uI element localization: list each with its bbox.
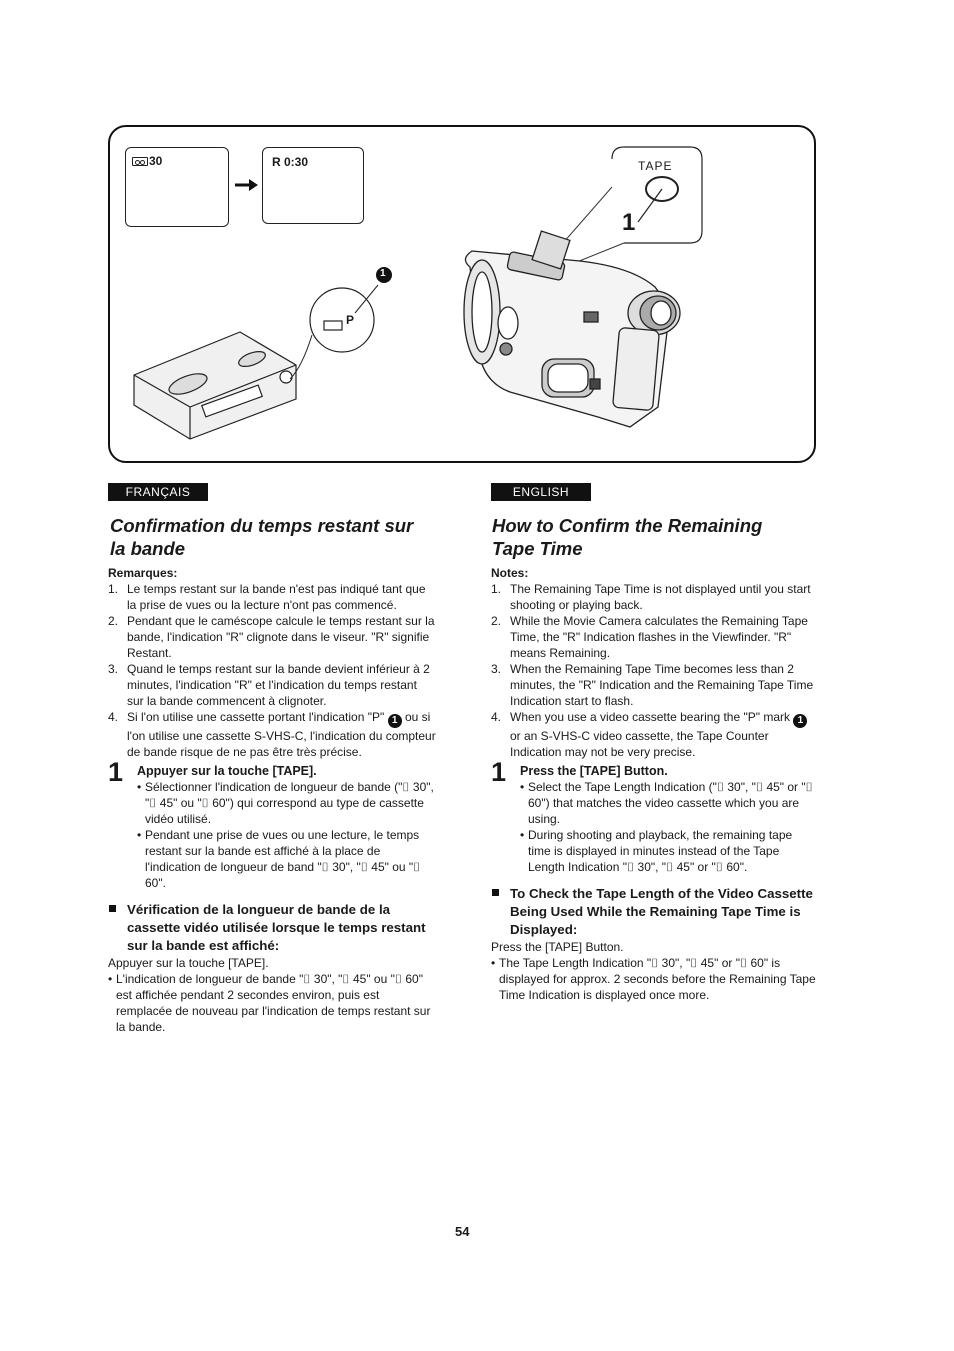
french-body: 1.Le temps restant sur la bande n'est pa… [108,581,436,1035]
list-item: 2.While the Movie Camera calculates the … [491,614,808,660]
list-item: •Sélectionner l'indication de longueur d… [137,780,434,826]
p-mark-label: P [346,313,355,327]
english-body: 1.The Remaining Tape Time is not display… [491,581,817,1003]
list-item: 4.When you use a video cassette bearing … [491,709,817,760]
camcorder-icon [463,230,681,428]
arrow-right-icon [235,179,258,191]
french-step-1: 1 Appuyer sur la touche [TAPE]. •Sélecti… [108,757,436,891]
french-check-heading: Vérification de la longueur de bande de … [108,901,436,955]
english-notes-label: Notes: [491,566,529,580]
illustration-frame: 30 R 0:30 TAPE 1 P 1 [108,125,816,463]
french-step-title: Appuyer sur la touche [TAPE]. [137,764,317,778]
english-check-intro: Press the [TAPE] Button. [491,940,624,954]
camcorder-illustration [133,146,703,440]
list-item: •The Tape Length Indication "⌷ 30", "⌷ 4… [491,956,816,1002]
remaining-time-readout: R 0:30 [272,155,309,169]
list-item: 3.When the Remaining Tape Time becomes l… [491,662,814,708]
list-item: 4.Si l'on utilise une cassette portant l… [108,710,436,759]
french-title: Confirmation du temps restant sur la ban… [110,515,414,559]
english-title: How to Confirm the Remaining Tape Time [492,515,763,559]
remaining-time-screen [262,147,364,224]
list-item: •During shooting and playback, the remai… [520,828,793,874]
french-check-intro: Appuyer sur la touche [TAPE]. [108,956,269,970]
french-notes-label: Remarques: [108,566,178,580]
marker-number: 1 [380,268,386,279]
english-section-label: ENGLISH [491,483,591,501]
list-item: •Select the Tape Length Indication ("⌷ 3… [520,780,813,826]
list-item: 2.Pendant que le caméscope calcule le te… [108,614,435,660]
page-number: 54 [455,1224,470,1239]
list-item: •Pendant une prise de vues ou une lectur… [137,828,421,890]
french-section-label: FRANÇAIS [108,483,208,501]
marker-one-icon: 1 [387,714,402,728]
cassette-icon [133,331,297,440]
list-item: 1.The Remaining Tape Time is not display… [491,582,811,612]
english-check-heading: To Check the Tape Length of the Video Ca… [491,885,817,939]
cassette-icon [132,157,148,166]
marker-one-icon: 1 [793,714,808,728]
list-item: 1.Le temps restant sur la bande n'est pa… [108,582,426,612]
list-item: 3.Quand le temps restant sur la bande de… [108,662,430,708]
step-callout-number: 1 [622,209,636,236]
tape-length-readout: 30 [132,154,162,168]
english-step-1: 1 Press the [TAPE] Button. •Select the T… [491,757,817,875]
english-step-title: Press the [TAPE] Button. [520,764,668,778]
tape-button-label: TAPE [638,159,673,173]
list-item: •L'indication de longueur de bande "⌷ 30… [108,972,431,1034]
